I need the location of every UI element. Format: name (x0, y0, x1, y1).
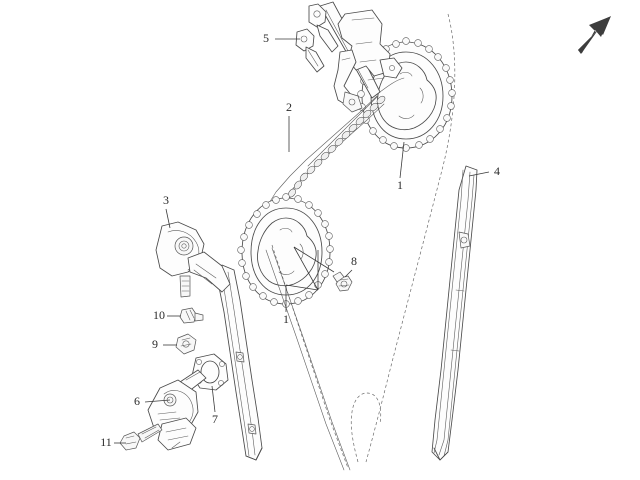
callout-6-label: 6 (134, 394, 140, 408)
callout-layer: 5 2 1 4 3 8 (100, 31, 500, 449)
callout-4[interactable]: 4 (468, 164, 500, 178)
callout-2-label: 2 (286, 100, 292, 114)
callout-1-lower[interactable]: 1 (283, 286, 289, 326)
callout-6[interactable]: 6 (134, 394, 171, 408)
sprocket-bolt (332, 271, 353, 292)
sprocket-bolt-leader-group (285, 246, 335, 291)
callout-8-label: 8 (351, 254, 357, 268)
chain-outer-path-dashed (350, 13, 456, 463)
chain-guide-rail (431, 165, 478, 461)
chain-tensioner-assembly (147, 369, 207, 451)
callout-2[interactable]: 2 (286, 100, 292, 152)
callout-5[interactable]: 5 (263, 31, 300, 45)
callout-10[interactable]: 10 (153, 308, 181, 322)
callout-11[interactable]: 11 (100, 435, 126, 449)
chain-tensioner-guide-arm (155, 221, 263, 461)
callout-4-label: 4 (494, 164, 500, 178)
tensioner-bolt (179, 307, 204, 324)
callout-11-label: 11 (100, 435, 112, 449)
callout-8-leader (344, 269, 353, 278)
callout-1-lower-label: 1 (283, 312, 289, 326)
cam-sprocket-lower (237, 193, 334, 308)
callout-7[interactable]: 7 (211, 385, 218, 426)
callout-10-label: 10 (153, 308, 165, 322)
callout-8[interactable]: 8 (344, 254, 357, 278)
callout-1-upper-label: 1 (397, 178, 403, 192)
cam-sprocket-upper (357, 37, 456, 152)
callout-6-leader (144, 399, 171, 403)
tensioner-mounting-bolt (119, 423, 163, 451)
callout-3-leader (165, 208, 171, 229)
callout-7-leader (211, 385, 216, 413)
callout-3[interactable]: 3 (163, 193, 171, 229)
callout-5-label: 5 (263, 31, 269, 45)
callout-9-label: 9 (152, 337, 158, 351)
callout-4-leader (468, 171, 490, 177)
callout-9[interactable]: 9 (152, 337, 177, 351)
callout-3-label: 3 (163, 193, 169, 207)
tensioner-nut (175, 333, 197, 355)
front-direction-arrow (578, 16, 611, 54)
callout-1-upper-leader (399, 141, 405, 179)
callout-7-label: 7 (212, 412, 218, 426)
callout-1-upper[interactable]: 1 (397, 141, 405, 192)
